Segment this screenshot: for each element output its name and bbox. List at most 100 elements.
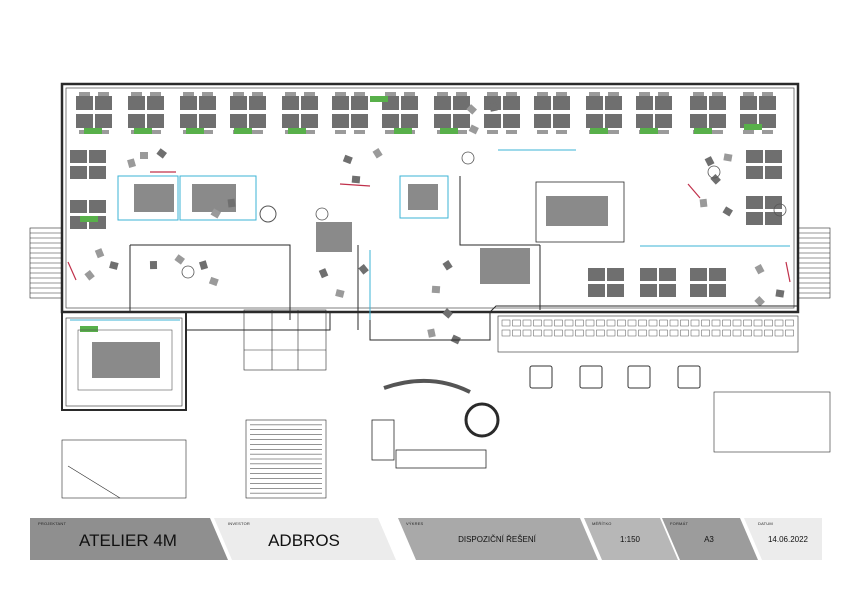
round-table <box>707 165 721 179</box>
outer-walls <box>60 82 800 411</box>
floor-plan-drawing <box>29 82 831 499</box>
plant <box>134 128 152 134</box>
datum-value: 14.06.2022 <box>767 535 809 544</box>
desk-cluster <box>230 92 266 134</box>
restroom-block <box>243 309 327 371</box>
format-label: FORMÁT <box>670 521 689 526</box>
plant-planters <box>80 96 762 332</box>
plant <box>744 124 762 130</box>
plant <box>394 128 412 134</box>
plant <box>440 128 458 134</box>
lounge-chair <box>442 308 453 319</box>
desk-cluster <box>434 92 470 134</box>
staircase-left <box>29 227 63 299</box>
title-block-investor: INVESTOR ADBROS <box>214 518 394 560</box>
plant <box>694 128 712 134</box>
plant <box>234 128 252 134</box>
plant <box>80 326 98 332</box>
lounge-chair <box>442 260 453 271</box>
lounge-chair <box>149 260 158 270</box>
terrace-seat <box>627 365 651 389</box>
title-block-projektant: PROJEKTANT ATELIER 4M <box>30 518 226 560</box>
lounge-chair <box>127 158 136 168</box>
desk-cluster <box>128 92 164 134</box>
lounge-seating <box>84 102 787 345</box>
reception-area <box>371 378 500 469</box>
round-table <box>773 203 787 217</box>
inner-partitions <box>129 176 798 341</box>
lounge-chair <box>140 152 148 159</box>
lounge-chair <box>358 264 369 275</box>
lounge-chair <box>431 285 441 294</box>
board-room-right <box>535 181 625 243</box>
desk-cluster <box>690 92 726 134</box>
desk-cluster <box>534 92 570 134</box>
lounge-chair <box>450 334 461 345</box>
terrace-seat <box>579 365 603 389</box>
plant <box>640 128 658 134</box>
desk-cluster <box>382 92 418 134</box>
lounge-chair <box>342 154 353 165</box>
lounge-chair <box>754 264 765 275</box>
lounge-chair <box>210 208 221 219</box>
investor-value: ADBROS <box>268 531 340 550</box>
plant <box>80 216 98 222</box>
dining-table-center <box>316 222 530 284</box>
lounge-chair <box>351 175 361 184</box>
glass-partitions <box>70 149 790 321</box>
desk-cluster <box>746 196 782 225</box>
plant <box>590 128 608 134</box>
meritko-value: 1:150 <box>619 535 641 544</box>
terrace-seat <box>529 365 553 389</box>
conference-room-lower-left <box>77 329 173 391</box>
lounge-chair <box>372 148 383 159</box>
lounge-chair <box>710 174 721 185</box>
lounge-chair <box>174 254 185 265</box>
lounge-chair <box>775 289 785 298</box>
round-table <box>461 151 475 165</box>
staircase-right <box>797 227 831 299</box>
plant <box>288 128 306 134</box>
desk-cluster <box>70 150 106 179</box>
lounge-chair <box>84 270 95 281</box>
lounge-chair <box>427 328 436 338</box>
lounge-chair <box>468 124 479 135</box>
round-table <box>315 207 329 221</box>
projektant-label: PROJEKTANT <box>38 521 67 526</box>
projektant-value: ATELIER 4M <box>79 531 177 550</box>
desk-cluster <box>180 92 216 134</box>
lounge-chair <box>318 268 329 279</box>
stairwell-lower <box>61 419 327 499</box>
round-table <box>181 265 195 279</box>
desk-cluster <box>640 268 676 297</box>
plant <box>370 96 388 102</box>
lounge-chair <box>199 260 209 270</box>
desk-cluster <box>332 92 368 134</box>
lounge-chair <box>699 198 708 208</box>
terrace-seat <box>677 365 701 389</box>
vykres-value: DISPOZIČNÍ ŘEŠENÍ <box>458 535 536 544</box>
desk-cluster <box>588 268 624 297</box>
accent-markers <box>67 171 791 283</box>
plant <box>186 128 204 134</box>
lounge-chair <box>704 156 715 167</box>
lounge-chair <box>109 261 119 270</box>
desk-cluster <box>746 150 782 179</box>
plant <box>84 128 102 134</box>
terrace <box>497 315 831 453</box>
title-block-format: FORMÁT A3 <box>662 518 756 560</box>
meritko-label: MĚŘÍTKO <box>592 521 612 526</box>
lounge-chair <box>722 206 733 217</box>
lounge-chair <box>489 102 498 112</box>
datum-label: DATUM <box>758 521 773 526</box>
title-block-vykres: VÝKRES DISPOZIČNÍ ŘEŠENÍ <box>398 518 596 560</box>
format-value: A3 <box>704 535 714 544</box>
lounge-chair <box>754 296 765 307</box>
lounge-chair <box>94 248 105 259</box>
title-block-meritko: MĚŘÍTKO 1:150 <box>584 518 676 560</box>
lounge-chair <box>723 153 733 162</box>
lounge-chair <box>208 276 219 287</box>
desk-clusters <box>70 92 782 297</box>
lounge-chair <box>156 148 167 159</box>
